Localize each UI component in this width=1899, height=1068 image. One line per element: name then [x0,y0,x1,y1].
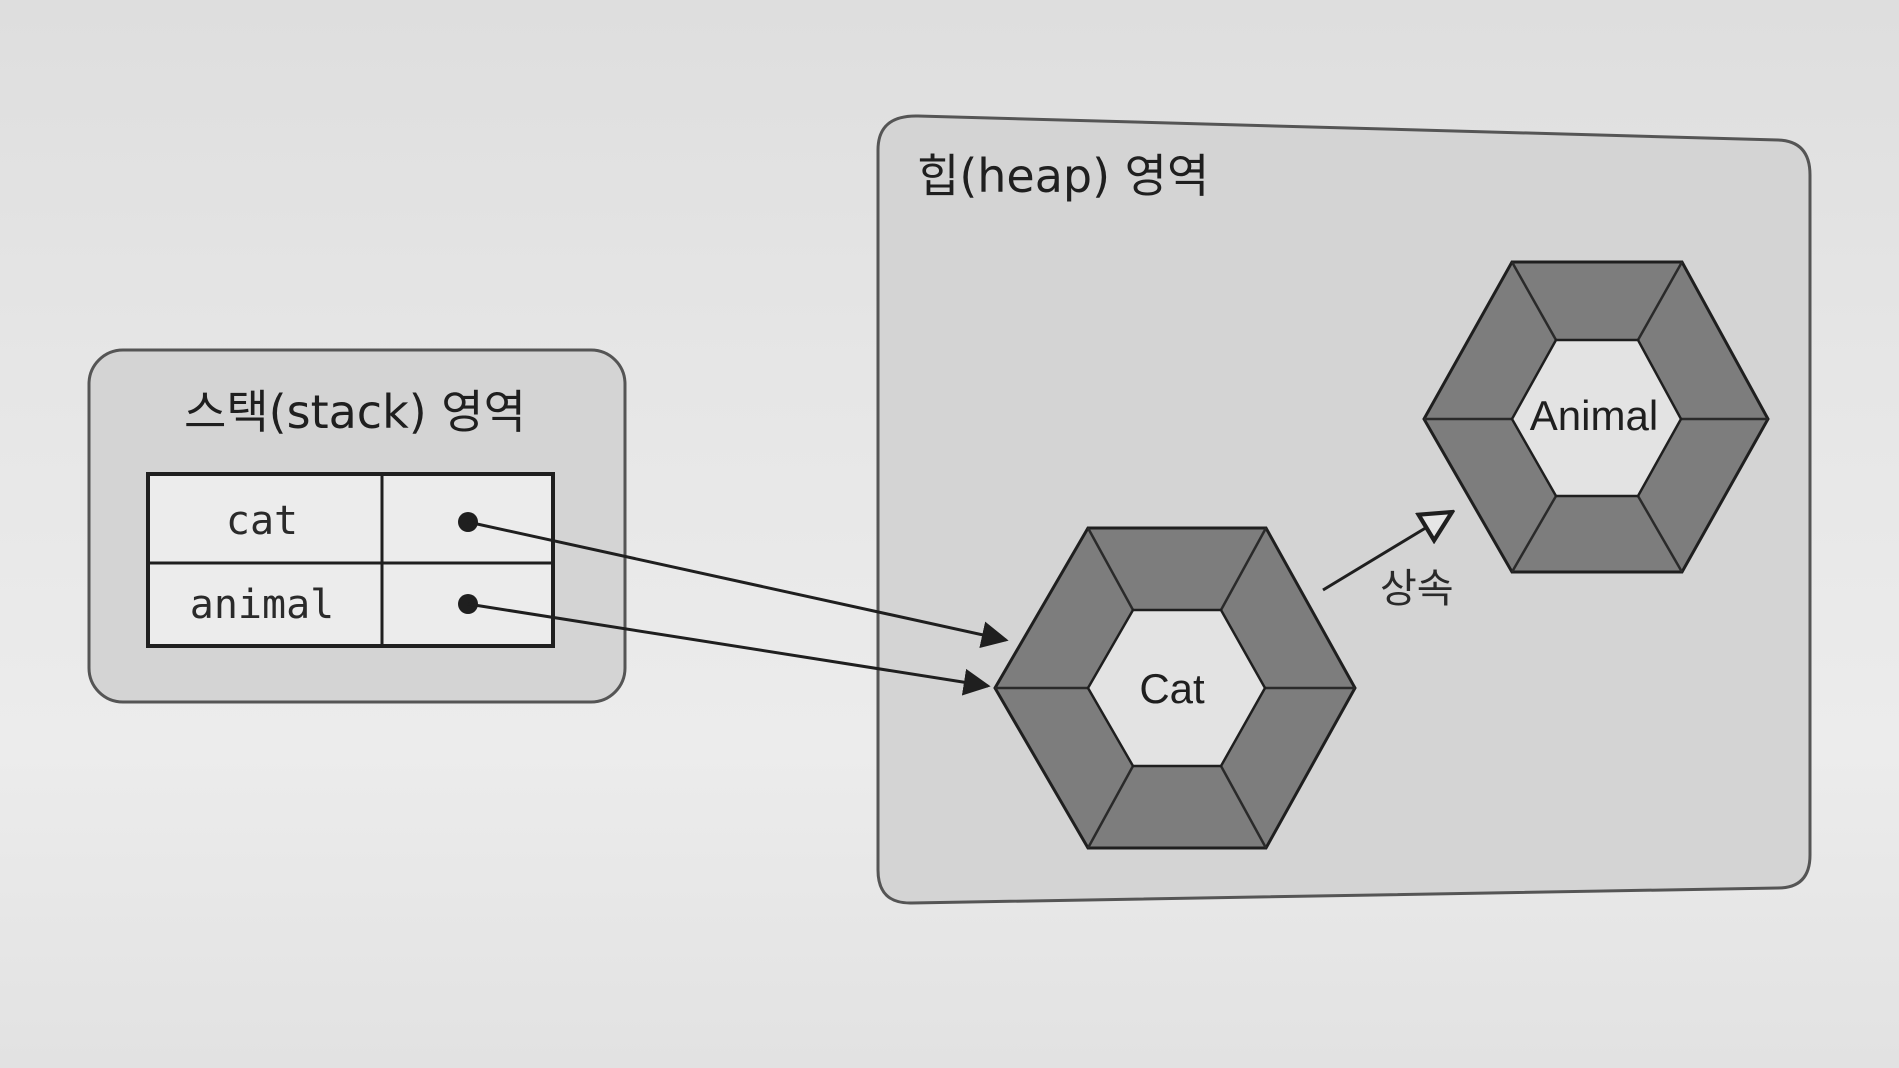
stack-region-title: 스택(stack) 영역 [184,385,526,439]
reference-arrow-cat [467,520,1009,648]
inheritance-label: 상속 [1380,566,1454,612]
reference-arrow-animal [467,602,991,696]
cat-object: Cat [993,526,1357,850]
animal-hexagon-core [1510,338,1683,498]
heap-region-title: 힙(heap) 영역 [917,149,1209,203]
heap-region: 힙(heap) 영역 Cat Animal 상속 [876,114,1812,905]
cat-class-label: Cat [1139,665,1205,712]
stack-var-name: cat [226,498,298,544]
animal-object: Animal [1422,260,1770,574]
cat-hexagon-core [1086,608,1267,768]
animal-class-label: Animal [1530,392,1658,439]
stack-var-name: animal [190,582,335,628]
inheritance-arrow [1322,512,1452,592]
stack-table: cat animal [146,472,555,648]
stack-table-frame [146,472,555,648]
stack-region: 스택(stack) 영역 cat animal [87,348,627,704]
